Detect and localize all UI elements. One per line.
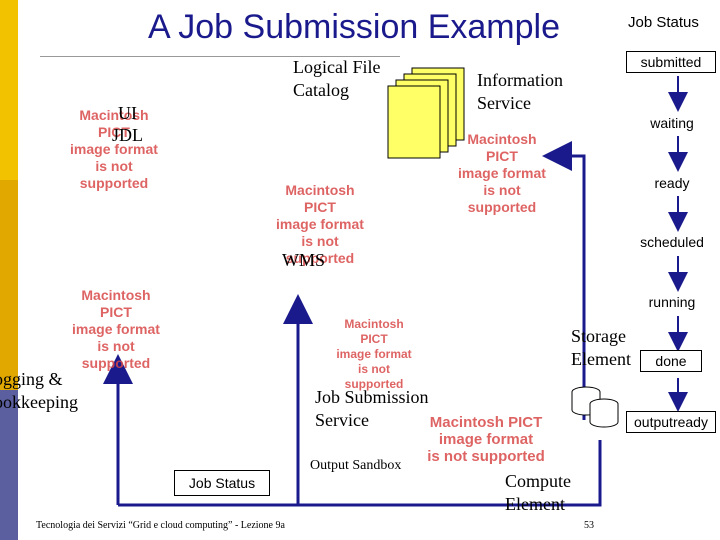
storage-cylinders (571, 386, 619, 428)
file-catalog-icon (387, 67, 465, 159)
jdl-label: JDL (112, 125, 143, 145)
ui-label: UI (118, 103, 137, 123)
status-ready: ready (628, 173, 716, 193)
logical-file-catalog-label: Logical File Catalog (293, 57, 381, 100)
status-running: running (628, 292, 716, 312)
slide-title: A Job Submission Example (148, 8, 560, 46)
wms-label: WMS (282, 250, 326, 270)
status-submitted: submitted (626, 51, 716, 73)
status-outputready: outputready (626, 411, 716, 433)
logging-bookkeeping-label: ogging & ookkeeping (0, 369, 78, 412)
output-sandbox-label: Output Sandbox (310, 458, 402, 473)
bottom-return-line (118, 440, 602, 507)
status-done: done (640, 350, 702, 372)
slide-footer: Tecnologia dei Servizi “Grid e cloud com… (36, 520, 285, 531)
status-scheduled: scheduled (628, 232, 716, 252)
compute-element-label: Compute Element (505, 471, 571, 514)
title-underline (40, 56, 400, 57)
job-status-heading: Job Status (628, 14, 699, 31)
storage-element-label: Storage Element (571, 326, 631, 369)
page-number: 53 (584, 520, 594, 531)
left-accent-bar-bottom (0, 390, 18, 540)
info-service-arrow (542, 141, 586, 420)
status-waiting: waiting (628, 113, 716, 133)
information-service-label: Information Service (477, 70, 563, 113)
job-submission-service-label: Job Submission Service (315, 387, 429, 430)
job-status-box: Job Status (174, 470, 270, 496)
